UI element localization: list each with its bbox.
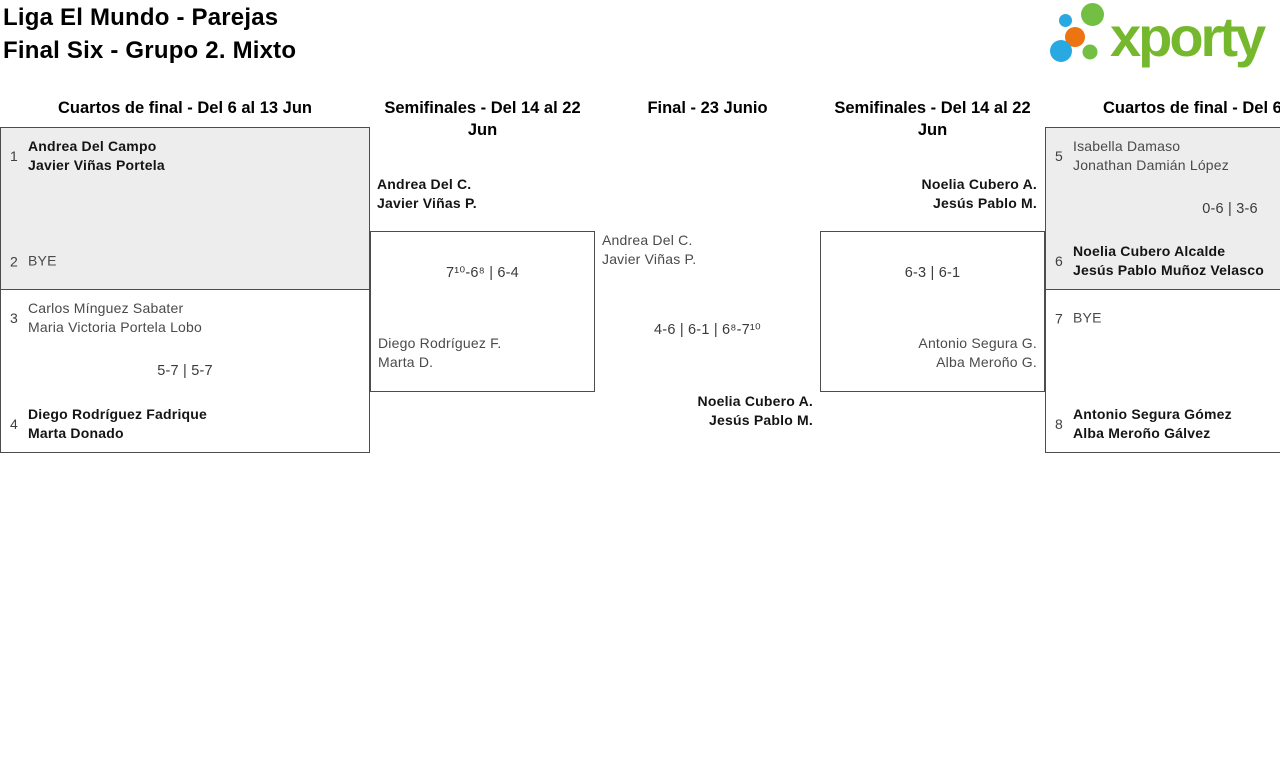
final-score: 4-6 | 6-1 | 6⁸-7¹⁰ <box>654 322 761 338</box>
match-score: 7¹⁰-6⁸ | 6-4 <box>446 265 519 281</box>
match-score: 5-7 | 5-7 <box>157 363 213 379</box>
seed-number: 6 <box>1055 253 1063 269</box>
sf2-winner-names: Noelia Cubero A. Jesús Pablo M. <box>921 176 1037 211</box>
team-names: Andrea Del Campo Javier Viñas Portela <box>28 138 165 173</box>
sf1-loser-names: Diego Rodríguez F. Marta D. <box>378 335 502 370</box>
seed-number: 2 <box>10 253 18 269</box>
logo-dot-orange <box>1065 27 1085 47</box>
xporty-logo[interactable]: xporty <box>1044 0 1280 74</box>
team-names: Noelia Cubero Alcalde Jesús Pablo Muñoz … <box>1073 243 1264 278</box>
team-row: 3 Carlos Mínguez Sabater Maria Victoria … <box>10 299 357 337</box>
match-score: 0-6 | 3-6 <box>1202 201 1258 217</box>
team-row: 5 Isabella Damaso Jonathan Damián López <box>1055 137 1280 175</box>
tournament-name: Liga El Mundo - Parejas <box>3 4 279 31</box>
team-names: Diego Rodríguez Fadrique Marta Donado <box>28 406 208 441</box>
round-header-semifinals-left: Semifinales - Del 14 al 22 Jun <box>384 99 581 139</box>
team-row: 1 Andrea Del Campo Javier Viñas Portela <box>10 137 357 175</box>
seed-number: 8 <box>1055 416 1063 432</box>
sf2-loser-names: Antonio Segura G. Alba Meroño G. <box>918 335 1037 370</box>
match-box-qf2[interactable]: 3 Carlos Mínguez Sabater Maria Victoria … <box>0 289 370 453</box>
round-header-quarterfinals-right: Cuartos de final - Del 6 al 13 Jun <box>1103 99 1280 117</box>
seed-number: 5 <box>1055 148 1063 164</box>
logo-dot-blue-large <box>1050 40 1072 62</box>
team-names: BYE <box>28 252 57 269</box>
seed-number: 7 <box>1055 310 1063 326</box>
round-header-final: Final - 23 Junio <box>647 99 768 117</box>
seed-number: 1 <box>10 148 18 164</box>
seed-number: 4 <box>10 416 18 432</box>
final-winner-names: Noelia Cubero A. Jesús Pablo M. <box>697 393 813 428</box>
team-names: Antonio Segura Gómez Alba Meroño Gálvez <box>1073 406 1232 441</box>
sf1-winner-names: Andrea Del C. Javier Viñas P. <box>377 176 477 211</box>
match-box-qf4[interactable]: 7 BYE 8 Antonio Segura Gómez Alba Meroño… <box>1045 289 1280 453</box>
team-names: Carlos Mínguez Sabater Maria Victoria Po… <box>28 300 203 335</box>
team-row: 6 Noelia Cubero Alcalde Jesús Pablo Muño… <box>1055 242 1280 280</box>
logo-dot-green-small <box>1082 44 1098 60</box>
group-name: Final Six - Grupo 2. Mixto <box>3 37 297 64</box>
match-box-qf1[interactable]: 1 Andrea Del Campo Javier Viñas Portela … <box>0 127 370 290</box>
team-row: 8 Antonio Segura Gómez Alba Meroño Gálve… <box>1055 405 1280 443</box>
logo-wordmark: xporty <box>1110 5 1266 68</box>
match-box-sf2[interactable]: 6-3 | 6-1 Antonio Segura G. Alba Meroño … <box>820 231 1045 392</box>
logo-dot-green-large <box>1081 3 1104 26</box>
team-row: 2 BYE <box>10 252 357 271</box>
final-runner-up-names: Andrea Del C. Javier Viñas P. <box>602 232 697 267</box>
match-box-qf3[interactable]: 5 Isabella Damaso Jonathan Damián López … <box>1045 127 1280 290</box>
seed-number: 3 <box>10 310 18 326</box>
team-row: 4 Diego Rodríguez Fadrique Marta Donado <box>10 405 357 443</box>
round-header-quarterfinals-left: Cuartos de final - Del 6 al 13 Jun <box>58 99 312 117</box>
round-header-semifinals-right: Semifinales - Del 14 al 22 Jun <box>834 99 1031 139</box>
logo-dot-blue-small <box>1059 14 1072 27</box>
match-score: 6-3 | 6-1 <box>904 265 961 281</box>
team-names: Isabella Damaso Jonathan Damián López <box>1073 138 1229 173</box>
team-row: 7 BYE <box>1055 309 1280 328</box>
page-title: Liga El Mundo - Parejas Final Six - Grup… <box>3 1 296 67</box>
match-box-sf1[interactable]: 7¹⁰-6⁸ | 6-4 Diego Rodríguez F. Marta D. <box>370 231 595 392</box>
team-names: BYE <box>1073 309 1102 326</box>
